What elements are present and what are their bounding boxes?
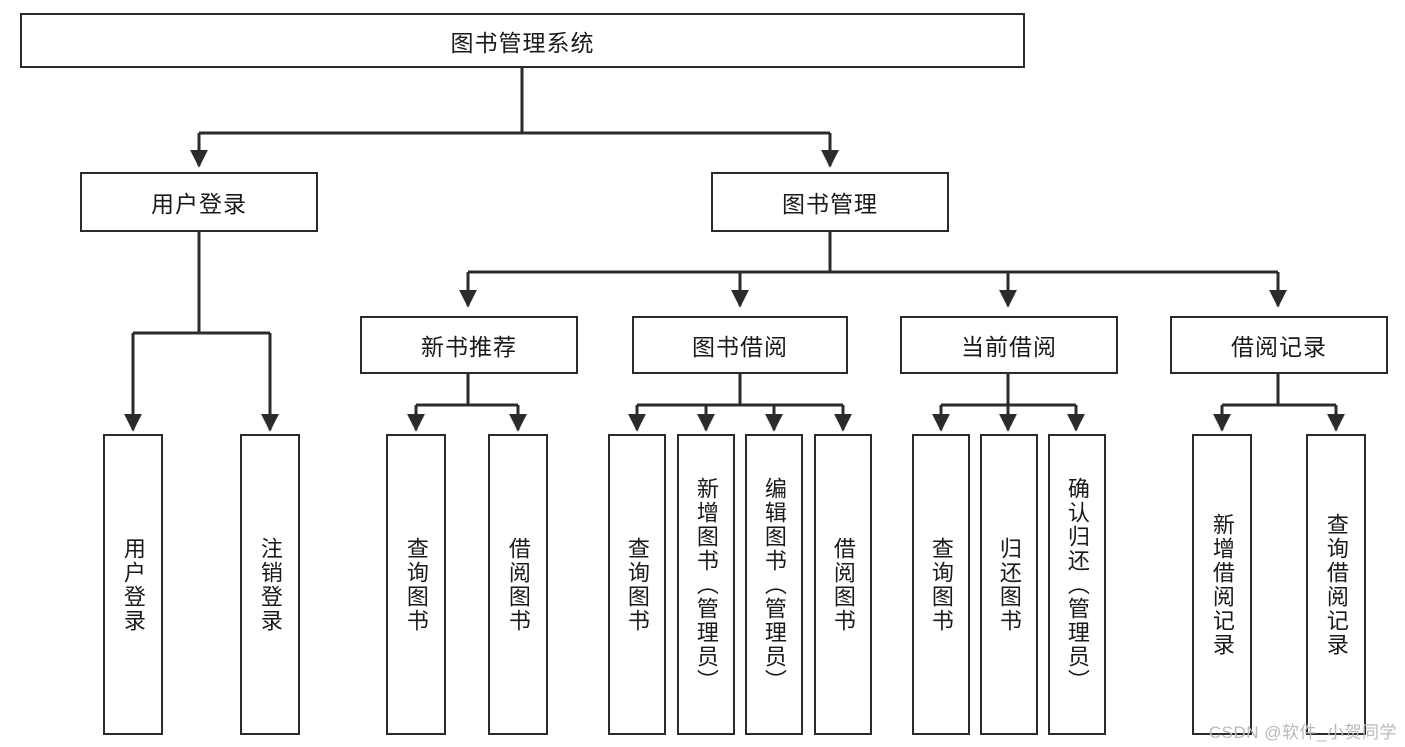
node-book-borrow-label: 图书借阅	[692, 334, 788, 360]
node-book-borrow[interactable]: 图书借阅	[632, 316, 848, 374]
node-leaf-add-book[interactable]: 新增图书（管理员）	[677, 434, 735, 735]
node-current-borrow[interactable]: 当前借阅	[900, 316, 1118, 374]
node-leaf-query-book-1-label: 查询图书	[403, 536, 429, 633]
node-leaf-borrow-book-1-label: 借阅图书	[505, 536, 531, 633]
node-leaf-query-book-3-label: 查询图书	[928, 536, 954, 633]
node-leaf-borrow-book-2[interactable]: 借阅图书	[814, 434, 872, 735]
node-leaf-add-record-label: 新增借阅记录	[1209, 512, 1235, 657]
node-current-borrow-label: 当前借阅	[961, 334, 1057, 360]
node-leaf-query-record-label: 查询借阅记录	[1323, 512, 1349, 657]
node-leaf-confirm-return-label: 确认归还（管理员）	[1064, 476, 1090, 693]
node-leaf-edit-book[interactable]: 编辑图书（管理员）	[745, 434, 803, 735]
node-leaf-user-login-label: 用户登录	[120, 536, 146, 633]
node-leaf-edit-book-label: 编辑图书（管理员）	[761, 476, 787, 693]
node-leaf-confirm-return[interactable]: 确认归还（管理员）	[1048, 434, 1106, 735]
node-leaf-query-book-2[interactable]: 查询图书	[608, 434, 666, 735]
node-leaf-logout-label: 注销登录	[257, 536, 283, 633]
node-new-book-rec[interactable]: 新书推荐	[360, 316, 578, 374]
node-leaf-add-book-label: 新增图书（管理员）	[693, 476, 719, 693]
node-root[interactable]: 图书管理系统	[20, 13, 1025, 68]
node-user-login[interactable]: 用户登录	[80, 172, 318, 232]
node-borrow-record[interactable]: 借阅记录	[1170, 316, 1388, 374]
node-leaf-query-record[interactable]: 查询借阅记录	[1306, 434, 1366, 735]
node-root-label: 图书管理系统	[450, 29, 595, 56]
node-leaf-add-record[interactable]: 新增借阅记录	[1192, 434, 1252, 735]
node-leaf-return-book-label: 归还图书	[996, 536, 1022, 633]
node-leaf-query-book-1[interactable]: 查询图书	[386, 434, 446, 735]
node-borrow-record-label: 借阅记录	[1231, 334, 1327, 360]
node-new-book-rec-label: 新书推荐	[421, 334, 517, 360]
node-leaf-return-book[interactable]: 归还图书	[980, 434, 1038, 735]
node-leaf-query-book-3[interactable]: 查询图书	[912, 434, 970, 735]
node-leaf-borrow-book-2-label: 借阅图书	[830, 536, 856, 633]
node-book-manage-label: 图书管理	[782, 191, 878, 217]
node-leaf-query-book-2-label: 查询图书	[624, 536, 650, 633]
node-leaf-borrow-book-1[interactable]: 借阅图书	[488, 434, 548, 735]
node-user-login-label: 用户登录	[151, 191, 247, 217]
watermark: CSDN @软件_小贺同学	[1208, 723, 1397, 742]
node-leaf-user-login[interactable]: 用户登录	[103, 434, 163, 735]
node-book-manage[interactable]: 图书管理	[711, 172, 949, 232]
node-leaf-logout[interactable]: 注销登录	[240, 434, 300, 735]
